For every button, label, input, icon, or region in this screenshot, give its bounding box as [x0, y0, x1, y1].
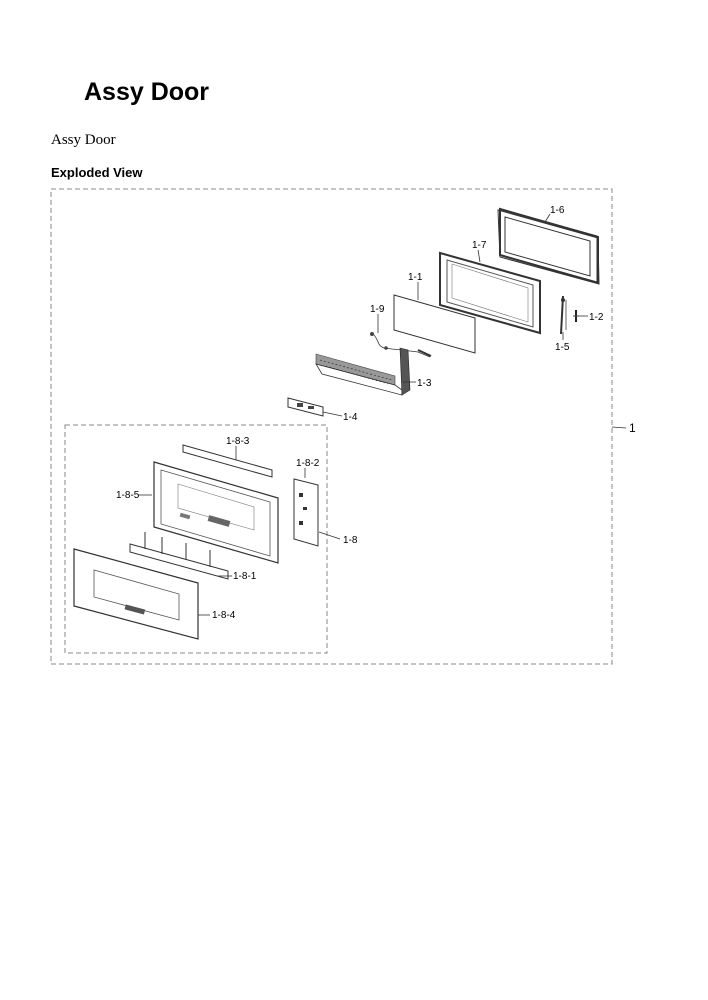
part-1-3-panel [315, 347, 411, 396]
part-1-4-bracket [287, 397, 324, 417]
callout-1-9: 1-9 [370, 304, 385, 315]
callout-1-5: 1-5 [555, 342, 570, 353]
callout-1-4: 1-4 [343, 412, 358, 423]
part-1-8-1-hinge [129, 532, 229, 580]
part-1-7-frame [439, 251, 541, 335]
subassembly-boundary [64, 424, 328, 654]
callout-1: 1 [629, 421, 636, 435]
callout-1-8: 1-8 [343, 535, 358, 546]
leader-lines [138, 213, 627, 616]
part-1-6-frame [497, 207, 600, 285]
callout-1-7: 1-7 [472, 240, 487, 251]
callout-1-8-2: 1-8-2 [296, 458, 320, 469]
part-1-8-2-bracket [293, 478, 319, 547]
part-1-9-harness [370, 332, 432, 358]
callout-1-6: 1-6 [550, 205, 565, 216]
part-1-1-glass [393, 294, 476, 354]
assembly-boundary [50, 188, 613, 665]
page-subtitle: Assy Door [51, 132, 116, 148]
callout-1-8-5: 1-8-5 [116, 490, 140, 501]
callout-1-2: 1-2 [589, 312, 604, 323]
part-1-8-4-front-door [73, 548, 199, 640]
part-1-8-3-strip [182, 444, 273, 478]
callout-1-1: 1-1 [408, 272, 423, 283]
callout-1-8-1: 1-8-1 [233, 571, 257, 582]
part-1-8-5-liner [153, 461, 279, 564]
part-1-5-latch [560, 295, 567, 335]
section-heading: Exploded View [51, 165, 143, 180]
page-title: Assy Door [84, 78, 210, 106]
callout-1-8-3: 1-8-3 [226, 436, 250, 447]
callout-1-8-4: 1-8-4 [212, 610, 236, 621]
callout-1-3: 1-3 [417, 378, 432, 389]
